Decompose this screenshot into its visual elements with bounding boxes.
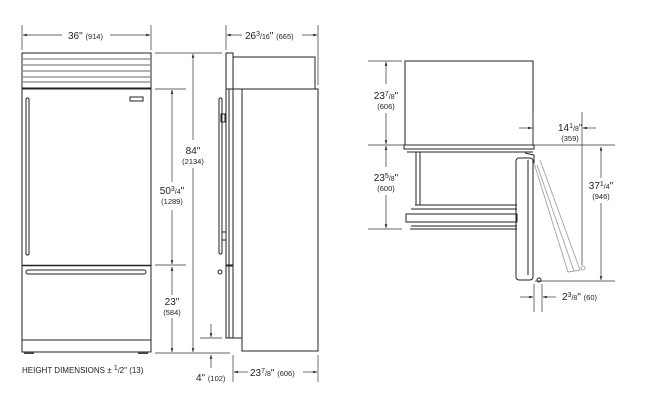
drawer-handle [25,269,147,275]
door-swing-mm: (946) [592,192,610,201]
overall-depth-label: 263/16" (665) [245,31,294,42]
total-height-mm: (2134) [182,157,204,166]
drawer-height-label: 23" [165,297,180,308]
drawer-height-mm: (584) [163,308,181,317]
foot-right [138,352,148,354]
door-height-mm: (1289) [161,197,183,206]
cabinet-depth-label: 237/8" (606) [250,368,295,379]
grille-louvers [23,58,150,83]
door-clearance-label: 141/8" [558,123,583,134]
height-tolerance-note: HEIGHT DIMENSIONS ± 1/2" (13) [22,365,144,375]
total-height-label: 84" [186,146,201,157]
toe-kick-label: 4" (102) [196,373,226,384]
drawer-extension-mm: (600) [377,184,395,193]
front-dimensions: 36" (914) 84" (2134) 503/4" (1289) 23" (… [21,25,230,375]
drawer-extension-label: 235/8" [374,173,399,184]
top-cabinet-depth-mm: (606) [377,102,395,111]
side-door-handle [218,97,223,255]
door-closed [515,157,534,281]
door-clearance-mm: (359) [561,134,579,143]
door-handle [25,97,30,256]
side-dimensions: 263/16" (665) 4" (102) 237/8" (606) [196,25,319,384]
front-view [21,52,152,354]
door-swing-label: 371/4" [589,181,614,192]
top-view [403,60,586,283]
grille [21,52,152,89]
top-dimensions: 237/8" (606) 235/8" (600) 141/8" (359) 3… [368,60,615,312]
door-height-label: 503/4" [160,186,185,197]
door-offset-label: 23/8" (60) [562,292,597,303]
side-view [200,52,319,352]
foot-left [24,352,34,354]
top-cabinet-depth-label: 237/8" [374,91,399,102]
cabinet-body [21,88,152,353]
width-label: 36" (914) [68,31,103,42]
badge [129,96,144,102]
